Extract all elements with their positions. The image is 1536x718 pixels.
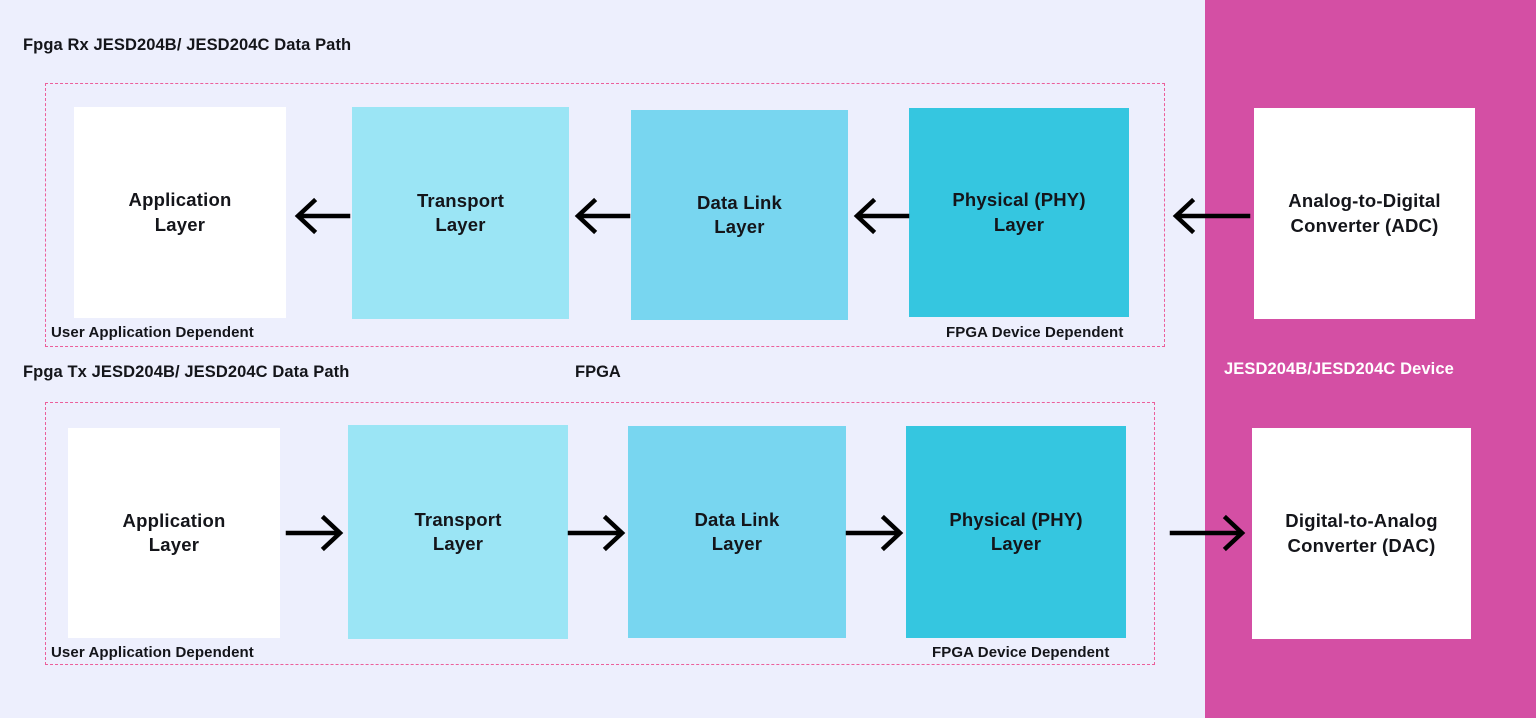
tx-physical-layer-label: Physical (PHY) Layer: [949, 508, 1083, 554]
rx-transport-layer-block[interactable]: Transport Layer: [352, 107, 569, 319]
jesd-device-panel-label: JESD204B/JESD204C Device: [1224, 360, 1454, 378]
dac-block[interactable]: Digital-to-Analog Converter (DAC): [1252, 428, 1471, 639]
tx-data-link-layer-block[interactable]: Data Link Layer: [628, 426, 846, 638]
fpga-label: FPGA: [575, 363, 621, 381]
rx-transport-layer-label: Transport Layer: [416, 189, 505, 235]
rx-physical-layer-block[interactable]: Physical (PHY) Layer: [909, 108, 1129, 317]
rx-application-layer-label: Application Layer: [128, 189, 232, 235]
tx-footnote-user-application: User Application Dependent: [51, 644, 254, 661]
rx-arrow-transport-to-application: [294, 197, 351, 235]
rx-footnote-user-application: User Application Dependent: [51, 324, 254, 341]
adc-label: Analog-to-Digital Converter (ADC): [1288, 190, 1441, 236]
tx-fpga-boundary: [45, 402, 1155, 665]
tx-arrow-datalink-to-physical: [845, 514, 904, 552]
rx-application-layer-block[interactable]: Application Layer: [74, 107, 286, 318]
tx-path-title: Fpga Tx JESD204B/ JESD204C Data Path: [23, 363, 350, 381]
rx-path-title: Fpga Rx JESD204B/ JESD204C Data Path: [23, 36, 352, 54]
rx-fpga-boundary: [45, 83, 1165, 347]
rx-data-link-layer-label: Data Link Layer: [696, 191, 783, 237]
rx-physical-layer-label: Physical (PHY) Layer: [952, 189, 1086, 235]
adc-block[interactable]: Analog-to-Digital Converter (ADC): [1254, 108, 1475, 319]
tx-transport-layer-label: Transport Layer: [414, 508, 502, 554]
tx-data-link-layer-label: Data Link Layer: [694, 508, 780, 554]
rx-arrow-physical-to-datalink: [853, 197, 910, 235]
tx-arrow-transport-to-datalink: [567, 514, 626, 552]
dac-label: Digital-to-Analog Converter (DAC): [1285, 510, 1438, 556]
tx-application-layer-block[interactable]: Application Layer: [68, 428, 280, 638]
tx-footnote-fpga-device: FPGA Device Dependent: [932, 644, 1110, 661]
rx-arrow-adc-to-physical: [1172, 197, 1251, 235]
rx-arrow-datalink-to-transport: [574, 197, 631, 235]
tx-physical-layer-block[interactable]: Physical (PHY) Layer: [906, 426, 1126, 638]
rx-footnote-fpga-device: FPGA Device Dependent: [946, 324, 1124, 341]
tx-arrow-application-to-transport: [285, 514, 344, 552]
tx-transport-layer-block[interactable]: Transport Layer: [348, 425, 568, 639]
tx-arrow-physical-to-dac: [1169, 514, 1246, 552]
tx-application-layer-label: Application Layer: [122, 509, 226, 555]
rx-data-link-layer-block[interactable]: Data Link Layer: [631, 110, 848, 320]
